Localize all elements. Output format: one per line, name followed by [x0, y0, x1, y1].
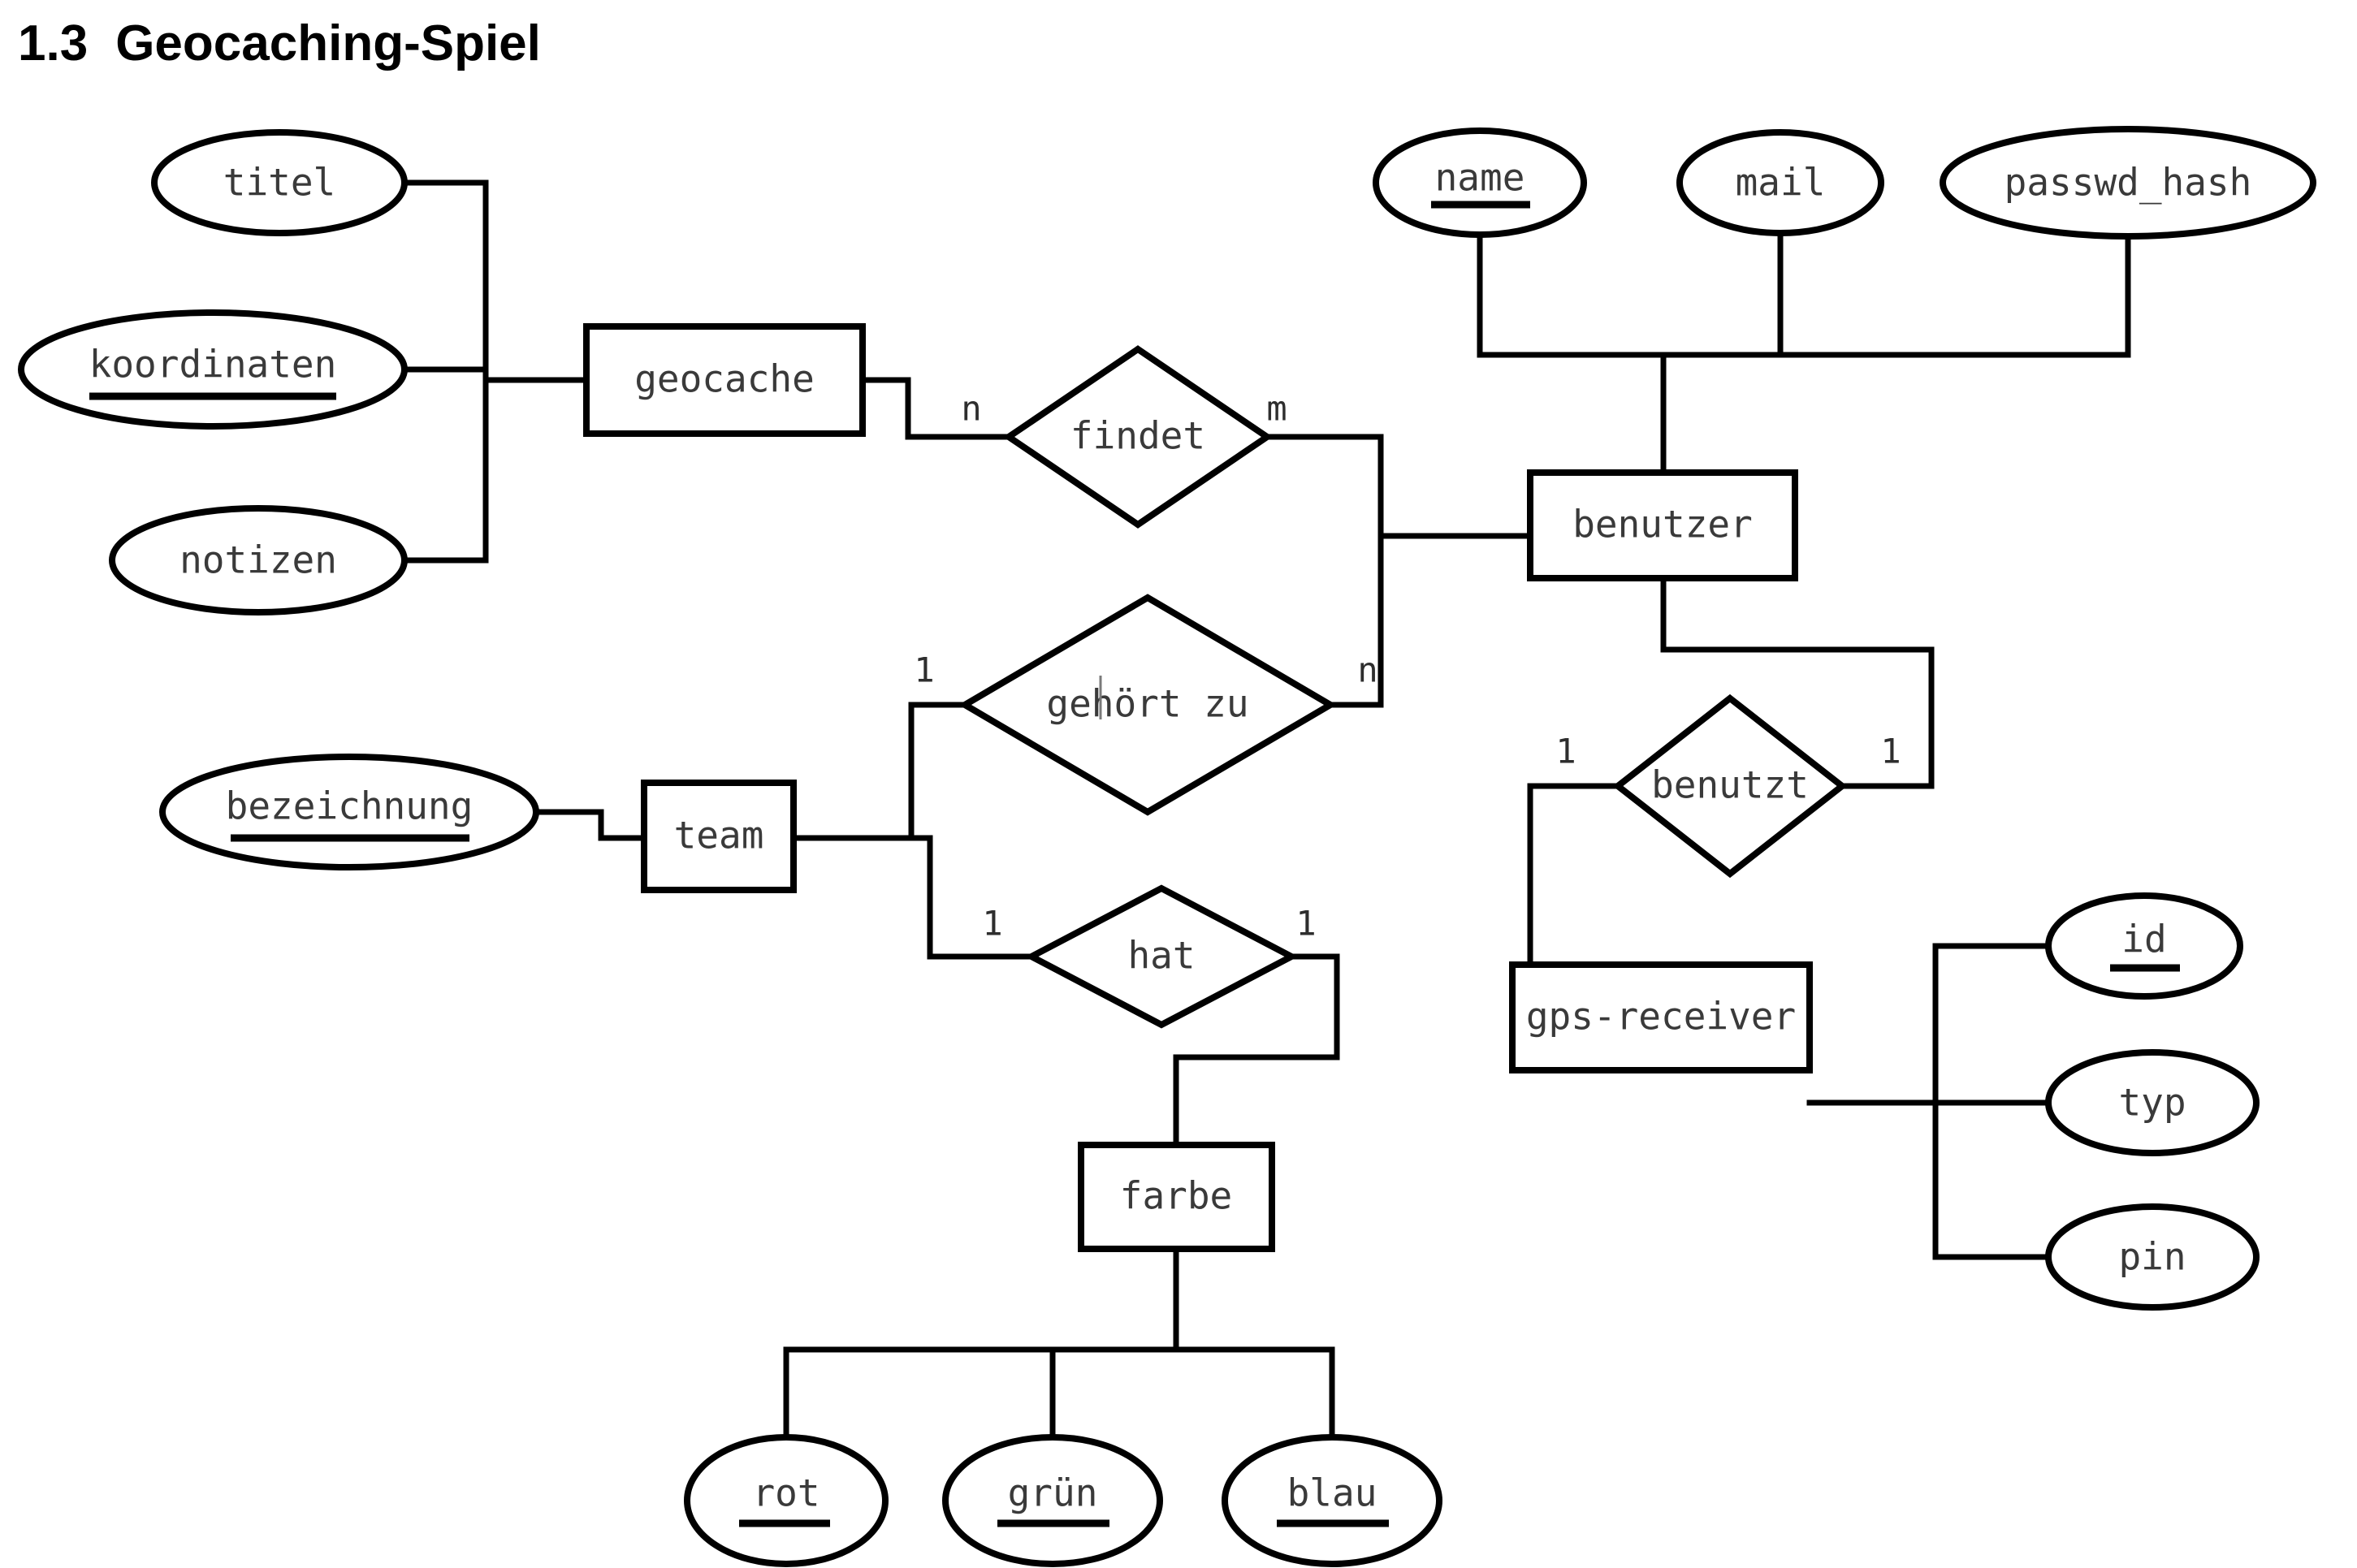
attribute-rot-ellipse[interactable] [684, 1434, 889, 1567]
relationship-findet-diamond[interactable] [1002, 345, 1274, 529]
entity-team-box[interactable] [641, 780, 797, 893]
attribute-id-ellipse[interactable] [2045, 892, 2243, 1000]
edge-bezeichnung-to-team [533, 809, 647, 841]
entity-geocache[interactable]: geocache [583, 323, 866, 437]
relationship-hat-label: hat [1127, 934, 1195, 978]
relationship-gehoert-zu[interactable]: gehört zu 1 n [914, 594, 1378, 816]
attribute-notizen[interactable]: notizen [109, 505, 408, 616]
attribute-gruen-ellipse[interactable] [942, 1434, 1163, 1567]
attribute-titel[interactable]: titel [151, 129, 408, 236]
attribute-gruen-label: grün [1008, 1471, 1098, 1515]
attribute-typ-ellipse[interactable] [2045, 1049, 2260, 1156]
entity-geocache-label: geocache [634, 357, 815, 401]
edge-gps-attribute-bus-bottom [1932, 1099, 2050, 1260]
cardinality-findet-right: m [1266, 389, 1287, 429]
relationship-findet-label: findet [1070, 414, 1205, 458]
attribute-typ-label: typ [2118, 1081, 2186, 1125]
attribute-koordinaten[interactable]: koordinaten [18, 309, 408, 430]
attribute-mail-ellipse[interactable] [1676, 129, 1884, 236]
attribute-notizen-ellipse[interactable] [109, 505, 408, 616]
attribute-mail[interactable]: mail [1676, 129, 1884, 236]
edge-farbe-bus-right [1173, 1346, 1335, 1439]
entity-farbe-label: farbe [1120, 1174, 1232, 1218]
attribute-bezeichnung-label: bezeichnung [226, 784, 474, 828]
edge-team-to-hat [908, 835, 1035, 960]
relationship-gehoert-zu-diamond[interactable] [958, 594, 1337, 816]
entity-benutzer-label: benutzer [1572, 503, 1753, 546]
edge-farbe-bus-left [783, 1246, 1179, 1439]
attribute-pin-ellipse[interactable] [2045, 1203, 2260, 1311]
attribute-titel-ellipse[interactable] [151, 129, 408, 236]
edge-benutzer-to-benutzt [1660, 573, 1935, 789]
cardinality-hat-left: 1 [982, 904, 1002, 944]
attribute-passwd-hash[interactable]: passwd_hash [1940, 126, 2316, 240]
attribute-titel-label: titel [223, 161, 335, 205]
edge-hat-to-farbe [1173, 953, 1340, 1148]
attribute-name[interactable]: name [1373, 127, 1587, 238]
attribute-name-ellipse[interactable] [1373, 127, 1587, 238]
attribute-pin[interactable]: pin [2045, 1203, 2260, 1311]
relationship-layer: findet n m gehört zu 1 n hat 1 1 benut [914, 345, 1901, 1029]
edge-benutzer-attribute-bus [1477, 228, 2131, 358]
attribute-bezeichnung[interactable]: bezeichnung [159, 754, 539, 870]
cardinality-gehoert-zu-left: 1 [914, 650, 934, 690]
cardinality-findet-left: n [961, 389, 981, 429]
attribute-rot-label: rot [752, 1471, 820, 1515]
entity-geocache-box[interactable] [583, 323, 866, 437]
relationship-gehoert-zu-label: gehört zu [1046, 682, 1248, 726]
attribute-name-label: name [1435, 156, 1525, 200]
relationship-hat[interactable]: hat 1 1 [982, 884, 1317, 1029]
attribute-notizen-label: notizen [179, 538, 337, 582]
attribute-rot[interactable]: rot [684, 1434, 889, 1567]
attribute-blau-label: blau [1287, 1471, 1377, 1515]
attribute-passwd-hash-label: passwd_hash [2005, 161, 2252, 205]
entity-benutzer[interactable]: benutzer [1527, 469, 1798, 581]
cardinality-gehoert-zu-right: n [1357, 650, 1377, 690]
attribute-koordinaten-label: koordinaten [89, 343, 337, 387]
attribute-blau-ellipse[interactable] [1222, 1434, 1442, 1567]
edge-gps-attribute-bus-top [1806, 943, 2050, 1106]
cardinality-benutzt-right: 1 [1880, 732, 1901, 771]
attribute-passwd-hash-ellipse[interactable] [1940, 126, 2316, 240]
edge-findet-to-benutzer [1264, 434, 1533, 539]
page-title-text: Geocaching-Spiel [115, 15, 541, 71]
attribute-gruen[interactable]: grün [942, 1434, 1163, 1567]
entity-farbe[interactable]: farbe [1078, 1142, 1275, 1252]
attribute-id[interactable]: id [2045, 892, 2243, 1000]
page-title: 1.3 Geocaching-Spiel [18, 15, 541, 72]
attribute-typ[interactable]: typ [2045, 1049, 2260, 1156]
edge-layer [401, 179, 2131, 1439]
edge-team-to-gehoertzu [790, 702, 968, 841]
entity-gps-receiver-label: gps-receiver [1526, 995, 1796, 1039]
cardinality-hat-right: 1 [1295, 904, 1316, 944]
entity-layer: geocache benutzer team farbe gps-receive… [583, 323, 1813, 1252]
entity-gps-receiver[interactable]: gps-receiver [1509, 961, 1813, 1073]
entity-team[interactable]: team [641, 780, 797, 893]
relationship-benutzt-label: benutzt [1651, 763, 1809, 807]
entity-team-label: team [674, 814, 764, 857]
relationship-findet[interactable]: findet n m [961, 345, 1287, 529]
attribute-pin-label: pin [2118, 1235, 2186, 1279]
attribute-blau[interactable]: blau [1222, 1434, 1442, 1567]
entity-benutzer-box[interactable] [1527, 469, 1798, 581]
entity-farbe-box[interactable] [1078, 1142, 1275, 1252]
entity-gps-receiver-box[interactable] [1509, 961, 1813, 1073]
cardinality-benutzt-left: 1 [1555, 732, 1576, 771]
relationship-benutzt-diamond[interactable] [1612, 693, 1848, 879]
attribute-layer: titel koordinaten notizen name mail [18, 126, 2316, 1567]
attribute-mail-label: mail [1736, 161, 1826, 205]
edge-benutzer-to-gehoertzu [1327, 533, 1384, 708]
page-title-number: 1.3 [18, 15, 89, 71]
relationship-hat-diamond[interactable] [1024, 884, 1299, 1029]
edge-geocache-to-findet [859, 377, 1012, 440]
relationship-benutzt[interactable]: benutzt 1 1 [1555, 693, 1901, 879]
attribute-id-label: id [2121, 918, 2166, 961]
